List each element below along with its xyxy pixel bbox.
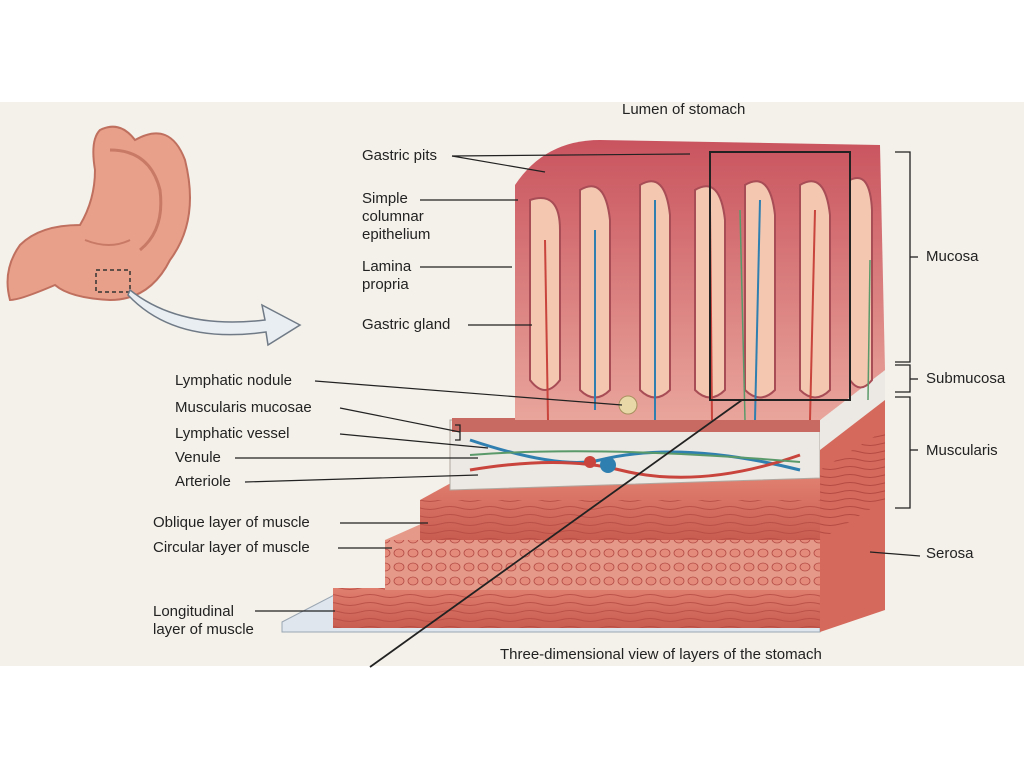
submucosa-vessels [469, 438, 801, 479]
layer-brackets [455, 151, 918, 509]
lamina-propria-label: Lamina propria [362, 258, 412, 293]
submucosa-label: Submucosa [926, 370, 1006, 387]
mucosa-label: Mucosa [926, 248, 979, 265]
arrow-icon [127, 288, 302, 347]
lumen-label: Lumen of stomach [622, 101, 746, 118]
arteriole-label: Arteriole [175, 473, 231, 490]
gastric-pits-label: Gastric pits [362, 147, 438, 164]
lymphatic-nodule-label: Lymphatic nodule [175, 372, 293, 389]
oblique-layer-label: Oblique layer of muscle [153, 514, 310, 531]
inset-box [709, 151, 851, 401]
simple-columnar-epithelium-label: Simple columnar epithelium [362, 190, 431, 243]
leader-lines [235, 153, 921, 612]
longitudinal-layer-label: Longitudinal layer of muscle [153, 603, 254, 638]
muscularis-mucosae-label: Muscularis mucosae [175, 399, 312, 416]
venule-label: Venule [175, 449, 221, 466]
lymphatic-vessel-label: Lymphatic vessel [175, 425, 290, 442]
stomach-organ-thumbnail [6, 125, 191, 302]
figure-caption: Three-dimensional view of layers of the … [500, 646, 822, 663]
gastric-gland-label: Gastric gland [362, 316, 451, 333]
muscularis-label: Muscularis [926, 442, 998, 459]
mucosa-block [515, 140, 885, 421]
block-base [281, 418, 823, 633]
circular-layer-label: Circular layer of muscle [153, 539, 310, 556]
serosa-label: Serosa [926, 545, 974, 562]
inset-pointer-line [369, 399, 743, 668]
